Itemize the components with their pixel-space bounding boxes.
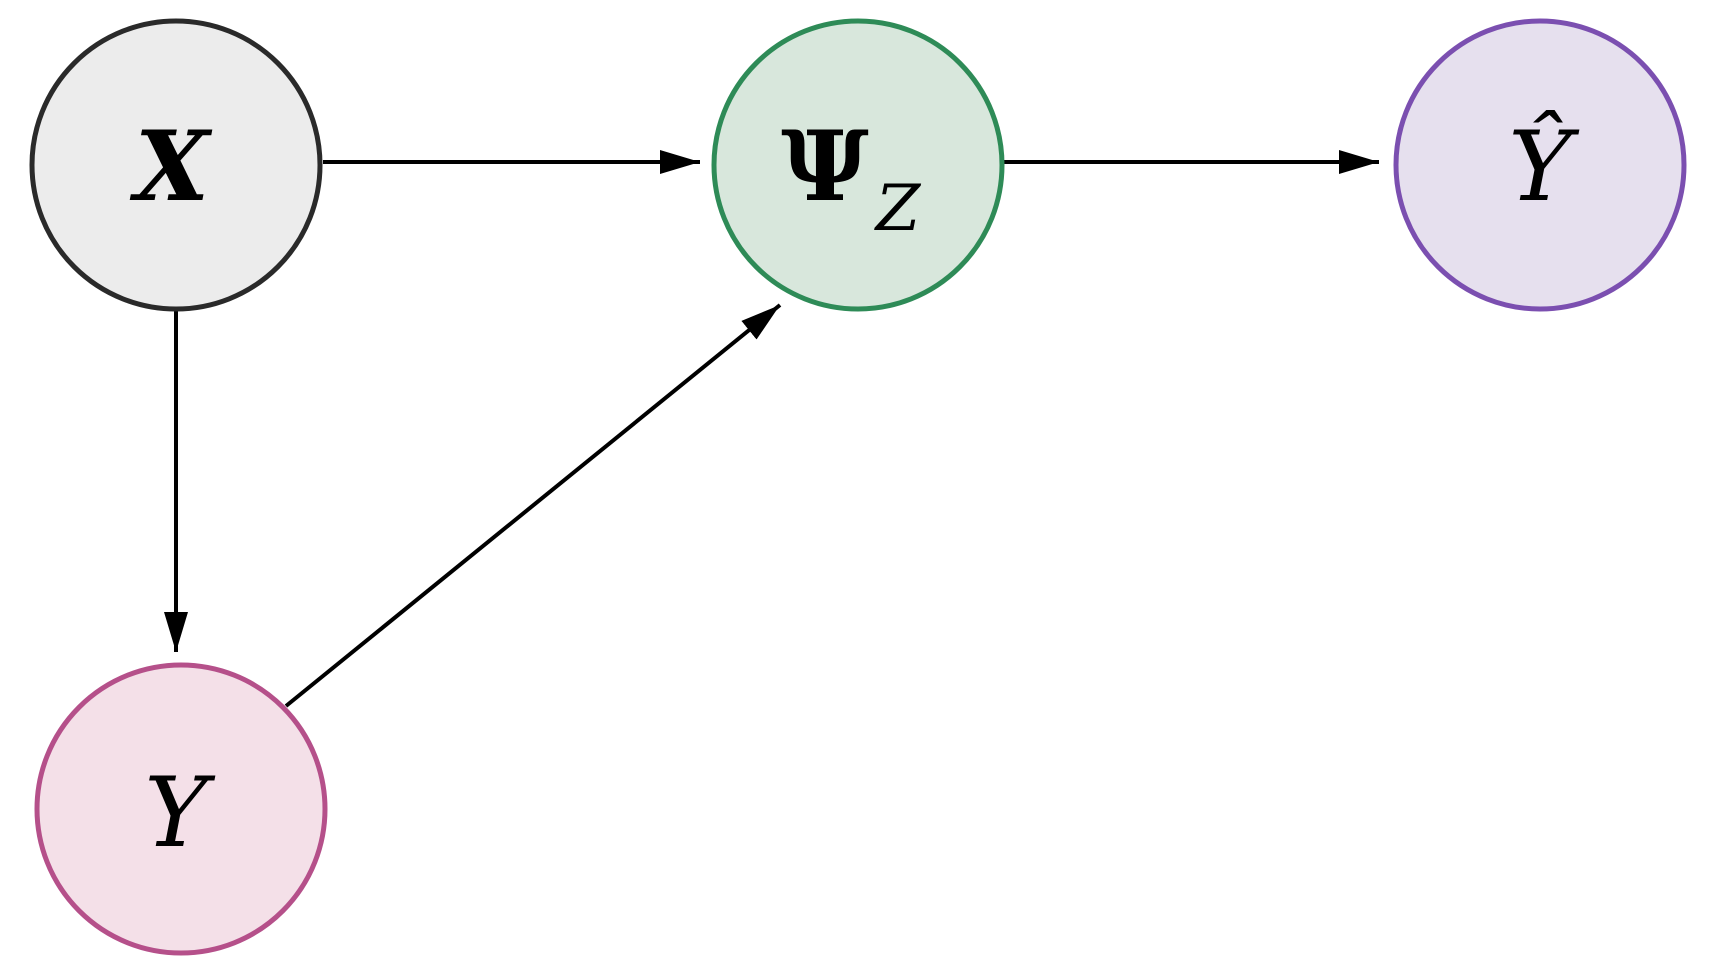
- node-y-label: Y: [144, 757, 216, 869]
- node-y-circle: [34, 662, 328, 956]
- edge-y-to-psi: [284, 303, 782, 708]
- node-psi: Ψ Z: [711, 18, 1005, 312]
- node-psi-label: Ψ: [781, 110, 869, 223]
- node-yhat-label: Ŷ: [1508, 111, 1580, 223]
- node-psi-circle: [711, 18, 1005, 312]
- node-psi-subscript: Z: [874, 172, 922, 246]
- node-x-label: X: [129, 110, 213, 223]
- node-x: X: [29, 18, 323, 312]
- edges: [164, 150, 1379, 708]
- node-yhat-circle: [1393, 18, 1687, 312]
- node-x-circle: [29, 18, 323, 312]
- node-y: Y: [34, 662, 328, 956]
- node-yhat: Ŷ: [1393, 18, 1687, 312]
